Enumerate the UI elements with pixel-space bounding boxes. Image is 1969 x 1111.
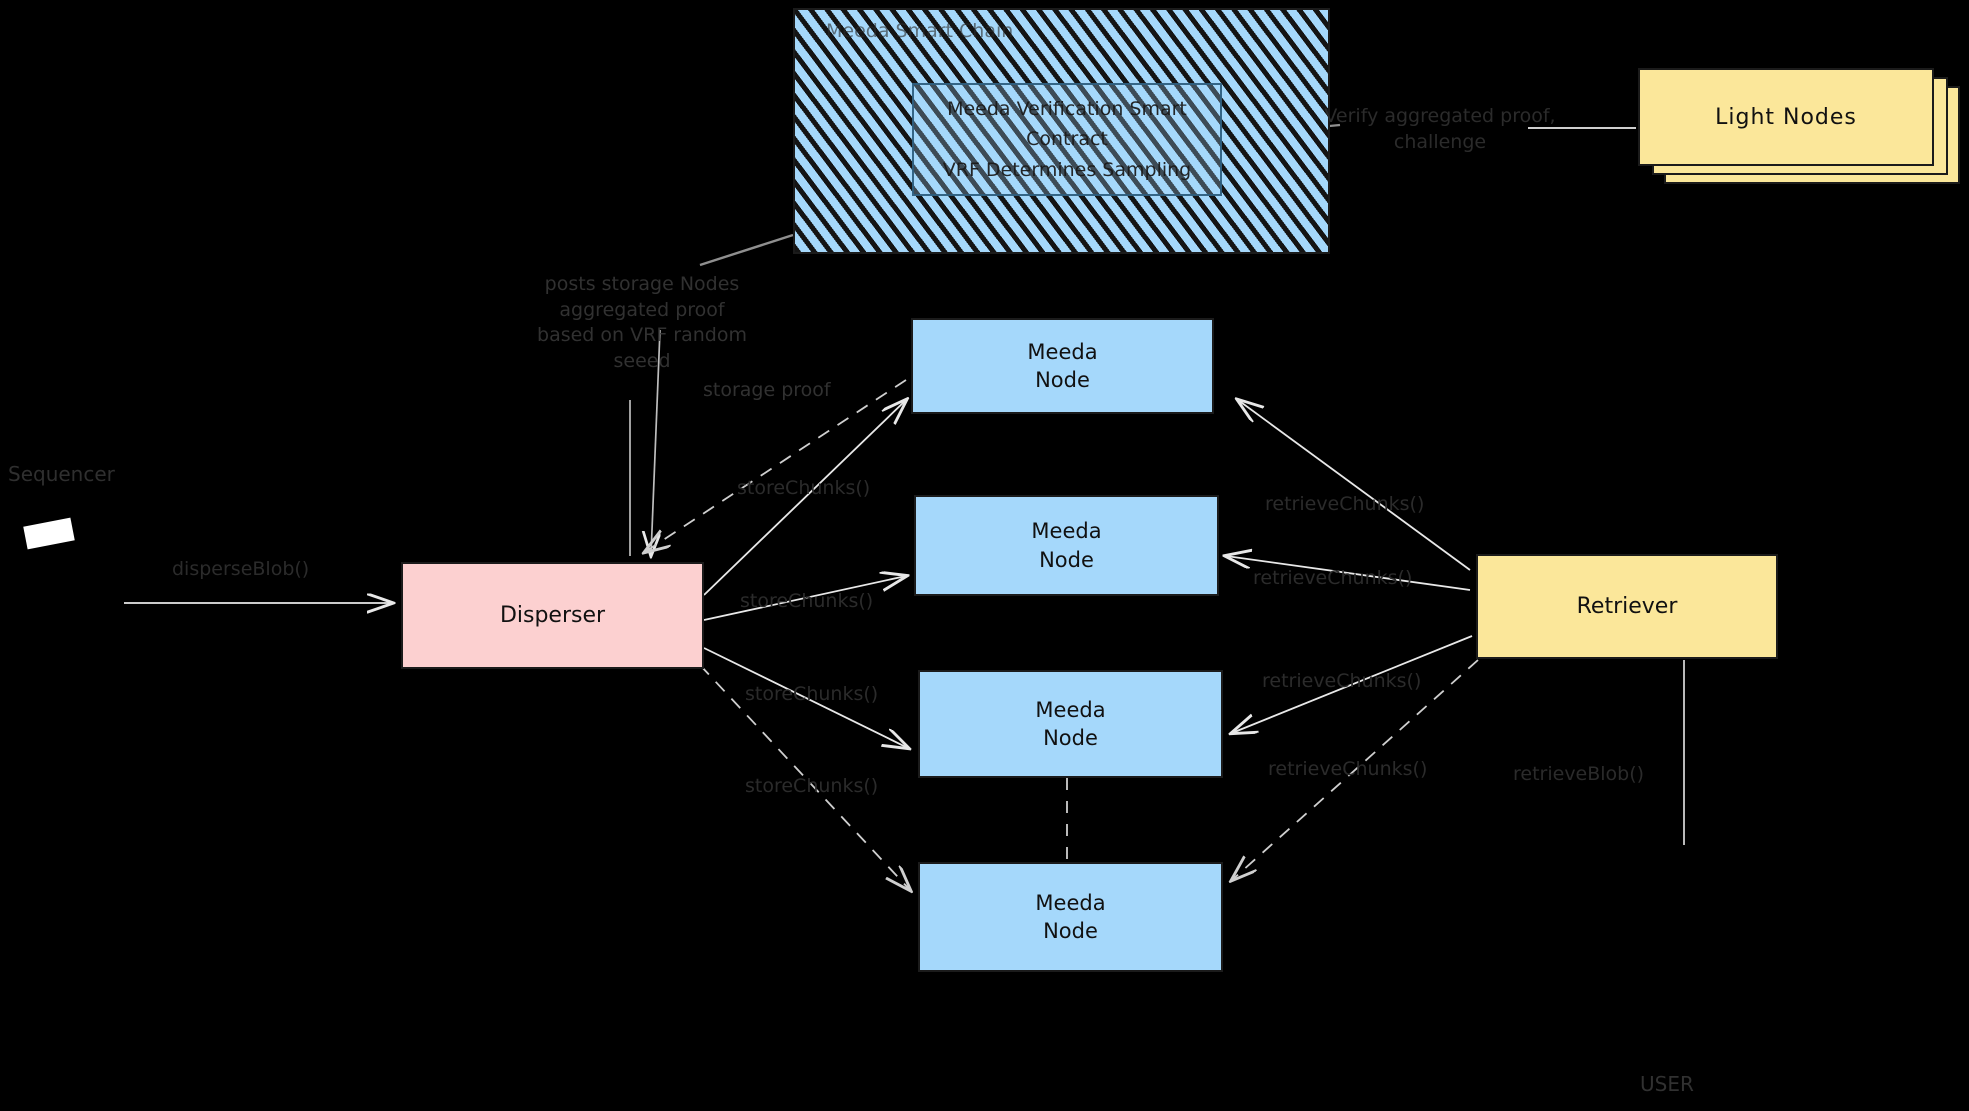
sequencer-marker — [23, 517, 75, 550]
meeda-node-1-line2: Node — [1035, 368, 1090, 392]
edge-storage-proof — [645, 379, 907, 552]
meeda-smart-chain-title: Meeda Smart Chain — [826, 20, 1014, 42]
label-retrieve-chunks-1: retrieveChunks() — [1265, 493, 1425, 515]
label-store-chunks-1: storeChunks() — [737, 477, 871, 499]
meeda-node-2[interactable]: Meeda Node — [914, 495, 1219, 596]
meeda-smart-chain-box[interactable] — [793, 8, 1330, 254]
meeda-node-1[interactable]: Meeda Node — [911, 318, 1214, 414]
label-store-chunks-3: storeChunks() — [745, 683, 879, 705]
meeda-node-1-line1: Meeda — [1027, 339, 1098, 364]
label-verify-aggregated-proof: Verify aggregated proof, challenge — [1324, 105, 1556, 153]
meeda-node-3-line2: Node — [1043, 726, 1098, 750]
label-posts-storage-proof: posts storage Nodes aggregated proof bas… — [537, 273, 747, 372]
disperser-box[interactable]: Disperser — [401, 562, 704, 669]
label-retrieve-blob: retrieveBlob() — [1513, 763, 1645, 785]
meeda-node-4-line1: Meeda — [1035, 890, 1106, 915]
retriever-box[interactable]: Retriever — [1476, 554, 1778, 659]
light-nodes-card[interactable]: Light Nodes — [1638, 68, 1934, 166]
sequencer-label: Sequencer — [8, 462, 115, 486]
contract-line-2: Contract — [1026, 128, 1108, 151]
disperser-label: Disperser — [499, 602, 606, 628]
meeda-node-4[interactable]: Meeda Node — [918, 862, 1223, 972]
edge-retriever-to-node1 — [1238, 400, 1471, 571]
label-storage-proof: storage proof — [703, 379, 831, 401]
meeda-node-4-line2: Node — [1043, 919, 1098, 943]
light-nodes-label: Light Nodes — [1715, 104, 1857, 130]
label-store-chunks-4: storeChunks() — [745, 775, 879, 797]
label-retrieve-chunks-2: retrieveChunks() — [1253, 567, 1413, 589]
edge-chain-to-posts-label — [699, 233, 794, 267]
meeda-verification-smart-contract-box[interactable]: Meeda Verification Smart Contract VRF De… — [912, 83, 1222, 196]
label-disperse-blob: disperseBlob() — [172, 558, 310, 580]
contract-line-3: VRF Determines Sampling — [942, 158, 1192, 181]
meeda-node-2-line2: Node — [1039, 547, 1094, 572]
contract-line-1: Meeda Verification Smart — [947, 97, 1187, 120]
meeda-node-3[interactable]: Meeda Node — [918, 670, 1223, 778]
meeda-node-3-line1: Meeda — [1035, 697, 1106, 722]
label-retrieve-chunks-3: retrieveChunks() — [1262, 670, 1422, 692]
retriever-label: Retriever — [1576, 593, 1678, 619]
label-store-chunks-2: storeChunks() — [740, 590, 874, 612]
user-label: USER — [1640, 1072, 1694, 1096]
meeda-node-2-line1: Meeda — [1031, 519, 1102, 544]
label-retrieve-chunks-4: retrieveChunks() — [1268, 758, 1428, 780]
